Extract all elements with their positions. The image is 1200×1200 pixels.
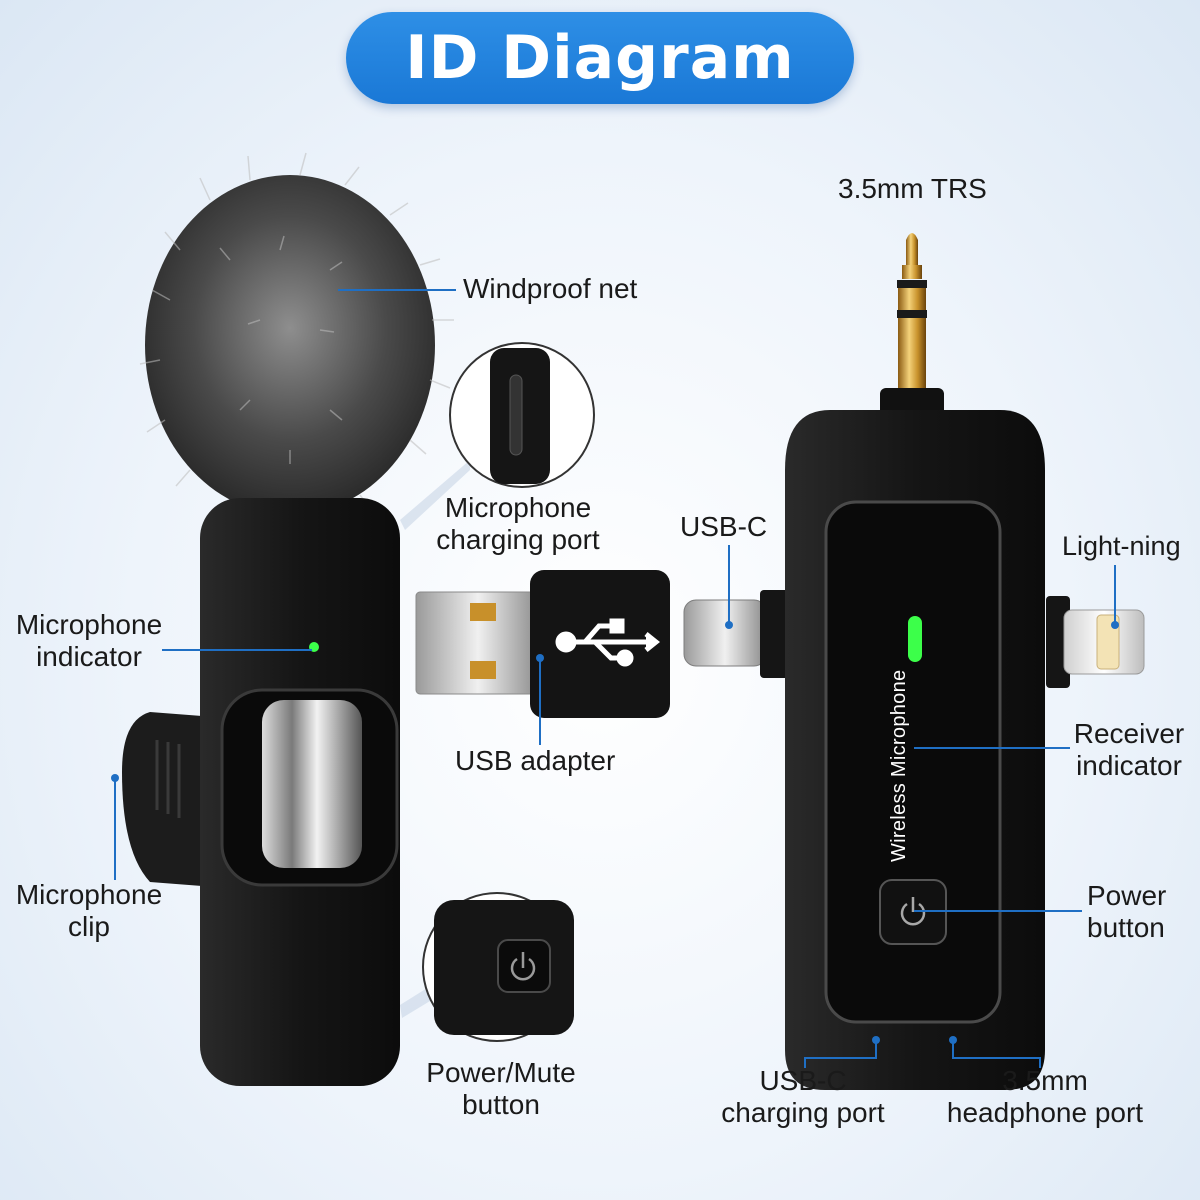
- label-trs: 3.5mm TRS: [838, 173, 987, 205]
- label-usb-adapter: USB adapter: [455, 745, 615, 777]
- label-lightning: Light-ning: [1062, 530, 1181, 562]
- usb-adapter: [416, 570, 670, 718]
- windproof-net: [140, 153, 454, 523]
- receiver-body: [785, 410, 1045, 1090]
- trs-plug: [880, 233, 944, 418]
- usb-c-connector: [684, 590, 790, 678]
- lightning-connector: [1046, 596, 1144, 688]
- label-usb-c: USB-C: [680, 511, 767, 543]
- label-windproof-net: Windproof net: [463, 273, 637, 305]
- power-mute-inset: [400, 893, 574, 1041]
- receiver-indicator-light: [908, 616, 922, 662]
- receiver-printed-text: Wireless Microphone: [888, 670, 911, 862]
- microphone-body: [200, 498, 400, 1086]
- microphone-clip-shape: [122, 712, 202, 886]
